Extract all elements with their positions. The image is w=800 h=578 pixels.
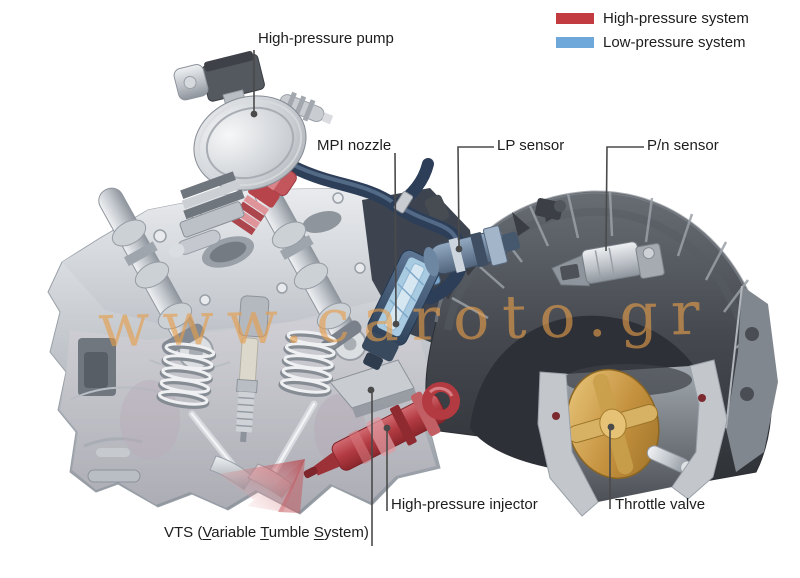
legend-label: Low-pressure system [603, 33, 746, 51]
legend-item-high-pressure: High-pressure system [556, 9, 749, 27]
callout-throttle-valve: Throttle valve [615, 496, 706, 513]
throttle-body [537, 359, 728, 517]
vts-text: ariable [211, 524, 261, 541]
lp-sensor-part [423, 225, 520, 277]
vts-text: V [202, 524, 212, 541]
vts-text: VTS ( [164, 524, 203, 541]
leader-dots [250, 110, 615, 432]
high-pressure-swatch [556, 12, 594, 24]
high-pressure-pump-part [168, 51, 334, 258]
high-pressure-injector-part [219, 382, 460, 513]
pn-sensor-part [551, 241, 665, 287]
callout-high-pressure-pump: High-pressure pump [258, 30, 394, 47]
throttle-valve-part [566, 368, 660, 480]
callout-vts: VTS (Variable Tumble System) [164, 524, 369, 542]
vts-text: S [313, 524, 324, 541]
mpi-nozzle-part [361, 249, 441, 370]
legend-item-low-pressure: Low-pressure system [556, 33, 749, 51]
legend-label: High-pressure system [603, 9, 749, 27]
low-pressure-line [277, 155, 469, 305]
callout-mpi-nozzle: MPI nozzle [317, 137, 392, 154]
vts-text: T [260, 524, 269, 541]
leader-lines [253, 50, 644, 546]
callout-pn-sensor: P/n sensor [647, 137, 719, 154]
vts-text: umble [268, 524, 314, 541]
callout-lp-sensor: LP sensor [497, 137, 565, 154]
callout-high-pressure-injector: High-pressure injector [391, 496, 538, 513]
fuel-spray [219, 459, 305, 513]
spark-plug [235, 295, 270, 443]
legend: High-pressure system Low-pressure system [556, 10, 749, 58]
low-pressure-swatch [556, 36, 594, 48]
vts-text: ystem) [323, 524, 369, 541]
